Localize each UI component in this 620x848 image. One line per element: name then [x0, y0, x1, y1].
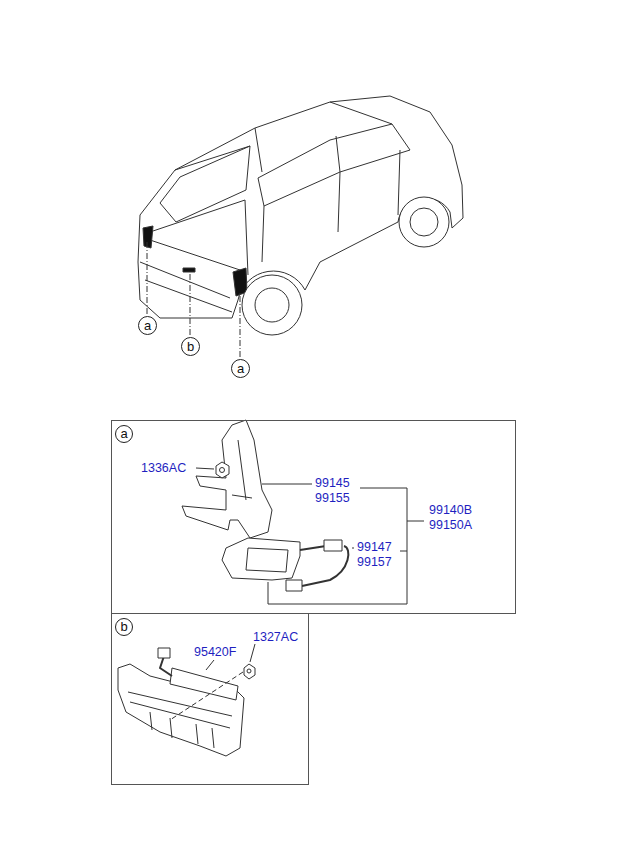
wire — [300, 546, 348, 586]
nut-hole — [220, 468, 225, 473]
nut — [244, 664, 255, 679]
detail-panel: a — [111, 420, 516, 614]
connector — [324, 540, 342, 551]
leader-line — [268, 488, 407, 604]
callout-letter: b — [187, 340, 194, 353]
rear-wheel — [242, 275, 302, 335]
module — [222, 538, 300, 580]
roof-line — [175, 102, 392, 172]
module-detail — [246, 548, 288, 572]
part-number: 95420F — [193, 646, 237, 659]
connector — [286, 580, 302, 591]
leader-line — [147, 240, 240, 357]
side-windows — [258, 124, 410, 206]
front-hub — [410, 208, 438, 236]
callout-circle: b — [181, 337, 200, 356]
part-number: 99157 — [356, 556, 393, 569]
callout-circle: a — [231, 359, 250, 378]
pillar — [336, 136, 340, 172]
leader-line — [262, 484, 312, 485]
leader-line — [196, 468, 214, 469]
part-number: 1336AC — [140, 462, 187, 475]
bracket — [182, 420, 272, 538]
nut — [216, 462, 229, 478]
leader-line — [407, 521, 424, 522]
rear-hub — [255, 288, 289, 322]
leader-line — [206, 660, 214, 670]
part-number: 99147 — [356, 541, 393, 554]
part-number: 1327AC — [252, 631, 299, 644]
lamp-left — [143, 226, 153, 248]
connector — [158, 648, 170, 658]
car-body — [138, 96, 463, 318]
door-lines — [262, 150, 400, 262]
part-number: 99155 — [314, 492, 351, 505]
sensor — [170, 668, 238, 700]
front-wheel — [399, 197, 449, 247]
leader-line — [170, 672, 243, 720]
rear-panel — [118, 664, 244, 756]
nut-hole — [247, 669, 251, 673]
sensor-wire — [160, 656, 172, 676]
callout-letter: a — [237, 362, 244, 375]
part-number: 99145 — [314, 477, 351, 490]
plate-sensor — [183, 268, 195, 272]
callout-letter: b — [115, 618, 133, 636]
rear-panel-detail — [128, 692, 232, 748]
callout-letter: a — [144, 319, 151, 332]
tailgate-line — [150, 200, 248, 275]
part-number: 99140B — [428, 504, 473, 517]
callout-letter: a — [115, 425, 133, 443]
leader-line — [250, 644, 255, 662]
bracket-detail — [232, 440, 252, 500]
rear-window — [160, 146, 250, 222]
part-number: 99150A — [428, 519, 473, 532]
callout-circle: a — [138, 316, 157, 335]
